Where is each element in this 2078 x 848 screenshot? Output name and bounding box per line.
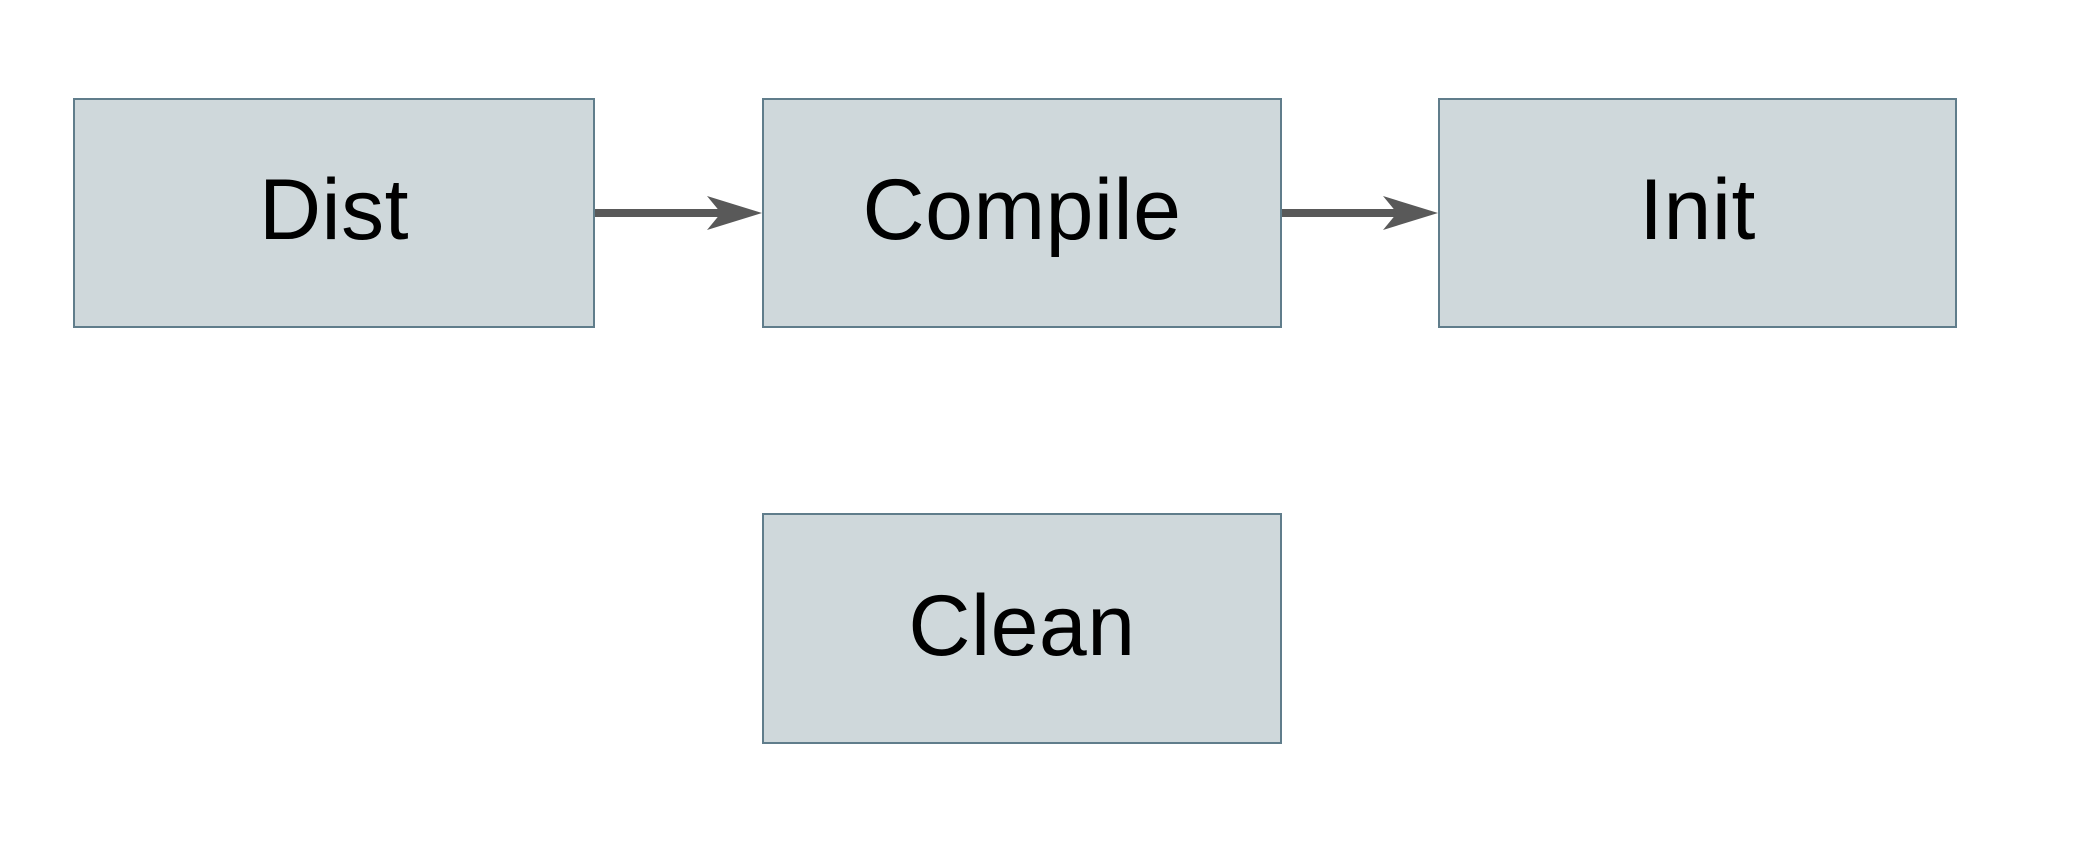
node-compile-label: Compile (862, 162, 1182, 258)
node-init: Init (1438, 98, 1957, 328)
node-clean: Clean (762, 513, 1282, 744)
node-dist-label: Dist (258, 162, 410, 258)
node-clean-label: Clean (908, 577, 1136, 674)
node-init-label: Init (1639, 162, 1756, 258)
arrow-compile-to-init-icon (1282, 196, 1438, 230)
node-dist: Dist (73, 98, 595, 328)
arrow-dist-to-compile-icon (595, 196, 762, 230)
node-compile: Compile (762, 98, 1282, 328)
